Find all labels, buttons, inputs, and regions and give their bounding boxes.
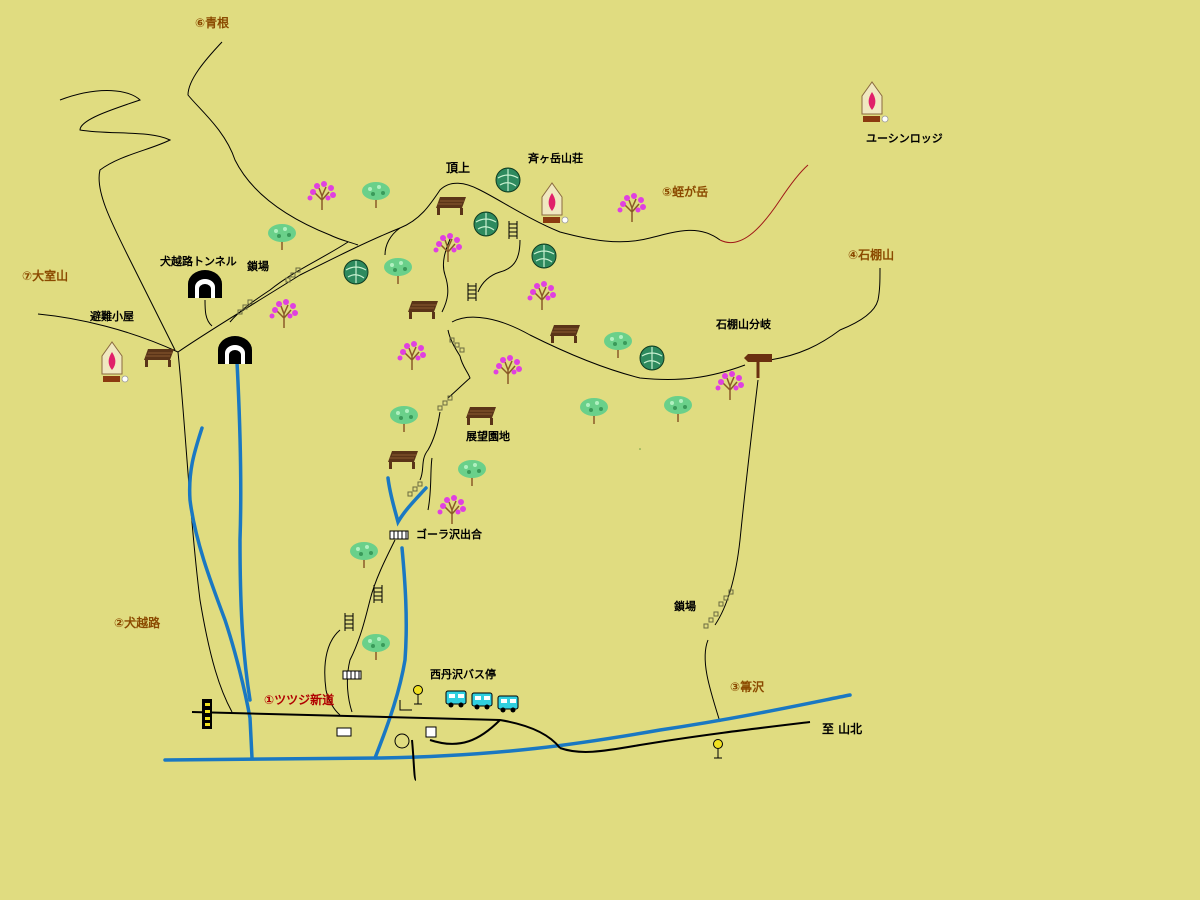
- label-yushin-lodge: ユーシンロッジ: [866, 132, 943, 145]
- shrub-icon: [343, 259, 369, 285]
- label-nishitanzawa-bus: 西丹沢バス停: [430, 667, 496, 681]
- shrub-icon: [473, 211, 499, 237]
- label-tenbo-enchi: 展望園地: [465, 429, 510, 443]
- roundabout-icon: [394, 733, 410, 749]
- tunnel-icon: [188, 270, 222, 298]
- bridge-icon: [342, 670, 362, 680]
- label-inukoeji: ②犬越路: [114, 615, 161, 630]
- road-features: [202, 448, 723, 759]
- map-labels: ⑥青根 ⑦大室山 犬越路トンネル 鎖場 避難小屋 頂上 斉ヶ岳山荘 ⑤蛭が岳 ユ…: [22, 15, 943, 736]
- roads: [191, 711, 811, 781]
- label-hinan-goya: 避難小屋: [90, 309, 134, 323]
- rivers: [163, 360, 852, 762]
- bridge-icon: [389, 530, 409, 540]
- label-yasawa: ③箒沢: [730, 679, 765, 694]
- shrub-icon: [639, 345, 665, 371]
- shrub-icon: [495, 167, 521, 193]
- label-aone: ⑥青根: [195, 15, 229, 30]
- label-ishiwariyama: ④石棚山: [848, 247, 894, 262]
- traffic-signal-icon: [202, 699, 212, 729]
- label-ishiwariyama-bunki: 石棚山分岐: [715, 317, 772, 331]
- label-sanso: 斉ヶ岳山荘: [528, 151, 583, 165]
- shrub-icon: [531, 243, 557, 269]
- label-kusari-right: 鎖場: [674, 599, 696, 613]
- label-chojo: 頂上: [446, 160, 470, 175]
- label-gorasawa-deai: ゴーラ沢出合: [416, 527, 483, 541]
- tunnel-icon: [218, 336, 252, 364]
- label-inukoeji-tunnel: 犬越路トンネル: [160, 254, 237, 268]
- label-tsutsuji-shindo: ①ツツジ新道: [264, 692, 334, 707]
- label-to-yamakita: 至 山北: [822, 721, 862, 736]
- label-omuroyama: ⑦大室山: [22, 268, 68, 283]
- building-icon: [425, 726, 437, 738]
- trails: [37, 41, 881, 723]
- label-ayashigatake: ⑤蛭が岳: [662, 184, 708, 199]
- building-icon: [336, 727, 352, 737]
- marker-dot: [639, 448, 641, 450]
- label-kusari-left: 鎖場: [247, 259, 269, 273]
